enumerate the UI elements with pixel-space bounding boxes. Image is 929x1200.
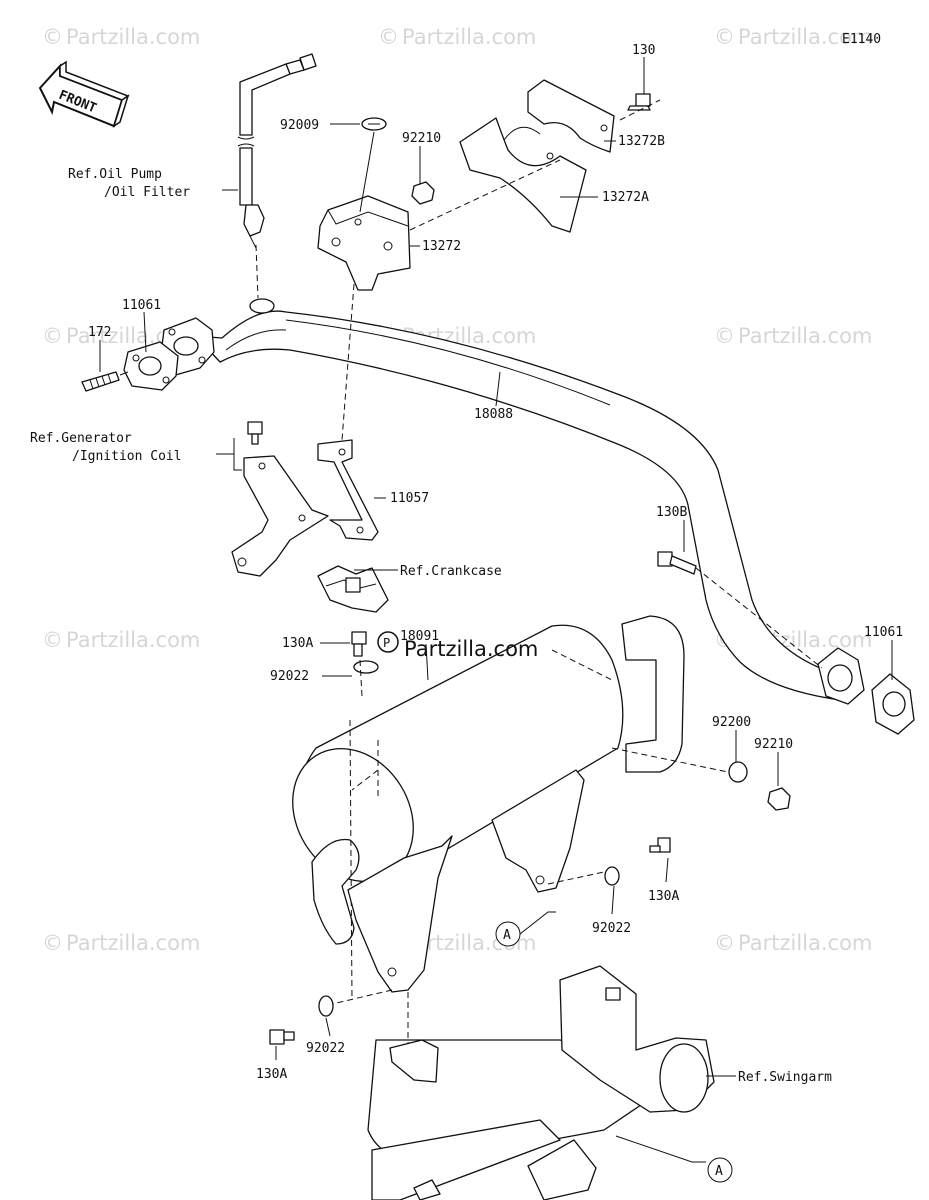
header-pipe-18088: [195, 310, 841, 701]
watermark: Partzilla.com: [738, 931, 872, 955]
watermark-icon: ©: [42, 25, 63, 49]
watermark: Partzilla.com: [402, 25, 536, 49]
part-label-130: 130: [632, 43, 655, 58]
ref-oil-pump-line1: Ref.Oil Pump: [68, 167, 162, 182]
watermark: Partzilla.com: [66, 931, 200, 955]
part-label-13272A: 13272A: [602, 190, 649, 205]
stud-172: [81, 371, 129, 392]
muffler-18091: [292, 615, 685, 1001]
part-label-92210-top: 92210: [402, 131, 441, 146]
swingarm: [367, 965, 715, 1200]
marker-a-lower-label: A: [715, 1164, 723, 1179]
gasket-11061-left: [123, 341, 179, 391]
ref-oil-pump-line2: /Oil Filter: [104, 185, 190, 200]
part-label-92022-top: 92022: [270, 669, 309, 684]
marker-a-upper-label: A: [503, 928, 511, 943]
screw-92009: [361, 117, 387, 131]
oil-line-assembly: [237, 53, 317, 249]
washer-92022-top: [353, 660, 379, 674]
watermark: Partzilla.com: [738, 25, 872, 49]
heat-shield-13272B: [527, 79, 615, 153]
gasket-11061-right: [871, 673, 915, 735]
front-arrow-icon: FRONT: [38, 60, 130, 128]
center-watermark-text: Partzilla.com: [404, 637, 538, 661]
pipe-grommet: [249, 298, 275, 314]
part-label-11057: 11057: [390, 491, 429, 506]
watermark-icon: ©: [42, 628, 63, 652]
part-label-92022-mid: 92022: [592, 921, 631, 936]
copyright-glyph: P: [383, 636, 390, 650]
marker-a-lower: A: [707, 1157, 733, 1183]
ref-generator-line1: Ref.Generator: [30, 431, 132, 446]
part-label-11061-left: 11061: [122, 298, 161, 313]
part-label-92210-right: 92210: [754, 737, 793, 752]
center-watermark: P Partzilla.com: [377, 631, 538, 661]
washer-92200: [728, 761, 748, 783]
washer-92022-mid: [604, 866, 620, 886]
generator-bracket: [231, 421, 329, 577]
watermark: Partzilla.com: [66, 628, 200, 652]
ref-swingarm: Ref.Swingarm: [738, 1070, 832, 1085]
heat-shield-13272A: [459, 117, 587, 233]
part-label-11061-right: 11061: [864, 625, 903, 640]
bolt-130A-bottom: [269, 1029, 295, 1045]
watermark-icon: ©: [42, 931, 63, 955]
watermark-icon: ©: [714, 931, 735, 955]
watermark-icon: ©: [714, 25, 735, 49]
part-label-92009: 92009: [280, 118, 319, 133]
crankcase-fragment: [317, 565, 389, 613]
part-label-172: 172: [88, 325, 111, 340]
bolt-130B: [657, 551, 697, 575]
part-label-92022-bottom: 92022: [306, 1041, 345, 1056]
part-label-13272B: 13272B: [618, 134, 665, 149]
bolt-130A-top: [351, 631, 367, 657]
watermark-icon: ©: [378, 25, 399, 49]
bracket-11057: [317, 439, 379, 541]
watermark: Partzilla.com: [66, 25, 200, 49]
muffler-bracket-front: [347, 835, 453, 993]
part-label-130A-bottom: 130A: [256, 1067, 287, 1082]
part-label-13272: 13272: [422, 239, 461, 254]
watermark-grid: © Partzilla.com © Partzilla.com © Partzi…: [42, 25, 872, 955]
part-label-18091: 18091: [400, 629, 439, 644]
flange-right: [817, 647, 865, 705]
bolt-130A-right: [649, 837, 671, 853]
watermark: Partzilla.com: [738, 324, 872, 348]
marker-a-upper: A: [495, 921, 521, 947]
diagram-code: E1140: [842, 32, 881, 47]
watermark-icon: ©: [714, 324, 735, 348]
watermark-icon: ©: [42, 324, 63, 348]
part-label-130B: 130B: [656, 505, 687, 520]
bolt-130: [627, 93, 651, 111]
leader-lines: [99, 57, 893, 1163]
washer-92022-bottom: [318, 995, 334, 1017]
copyright-icon: [377, 631, 399, 653]
ref-crankcase: Ref.Crankcase: [400, 564, 502, 579]
muffler-bracket-rear: [491, 769, 585, 893]
ref-generator-line2: /Ignition Coil: [72, 449, 182, 464]
nut-92210-right: [767, 787, 791, 811]
part-label-130A-right: 130A: [648, 889, 679, 904]
part-label-130A-top: 130A: [282, 636, 313, 651]
bracket-13272: [317, 195, 411, 291]
part-label-18088: 18088: [474, 407, 513, 422]
part-label-92200: 92200: [712, 715, 751, 730]
nut-92210-top: [411, 181, 435, 205]
